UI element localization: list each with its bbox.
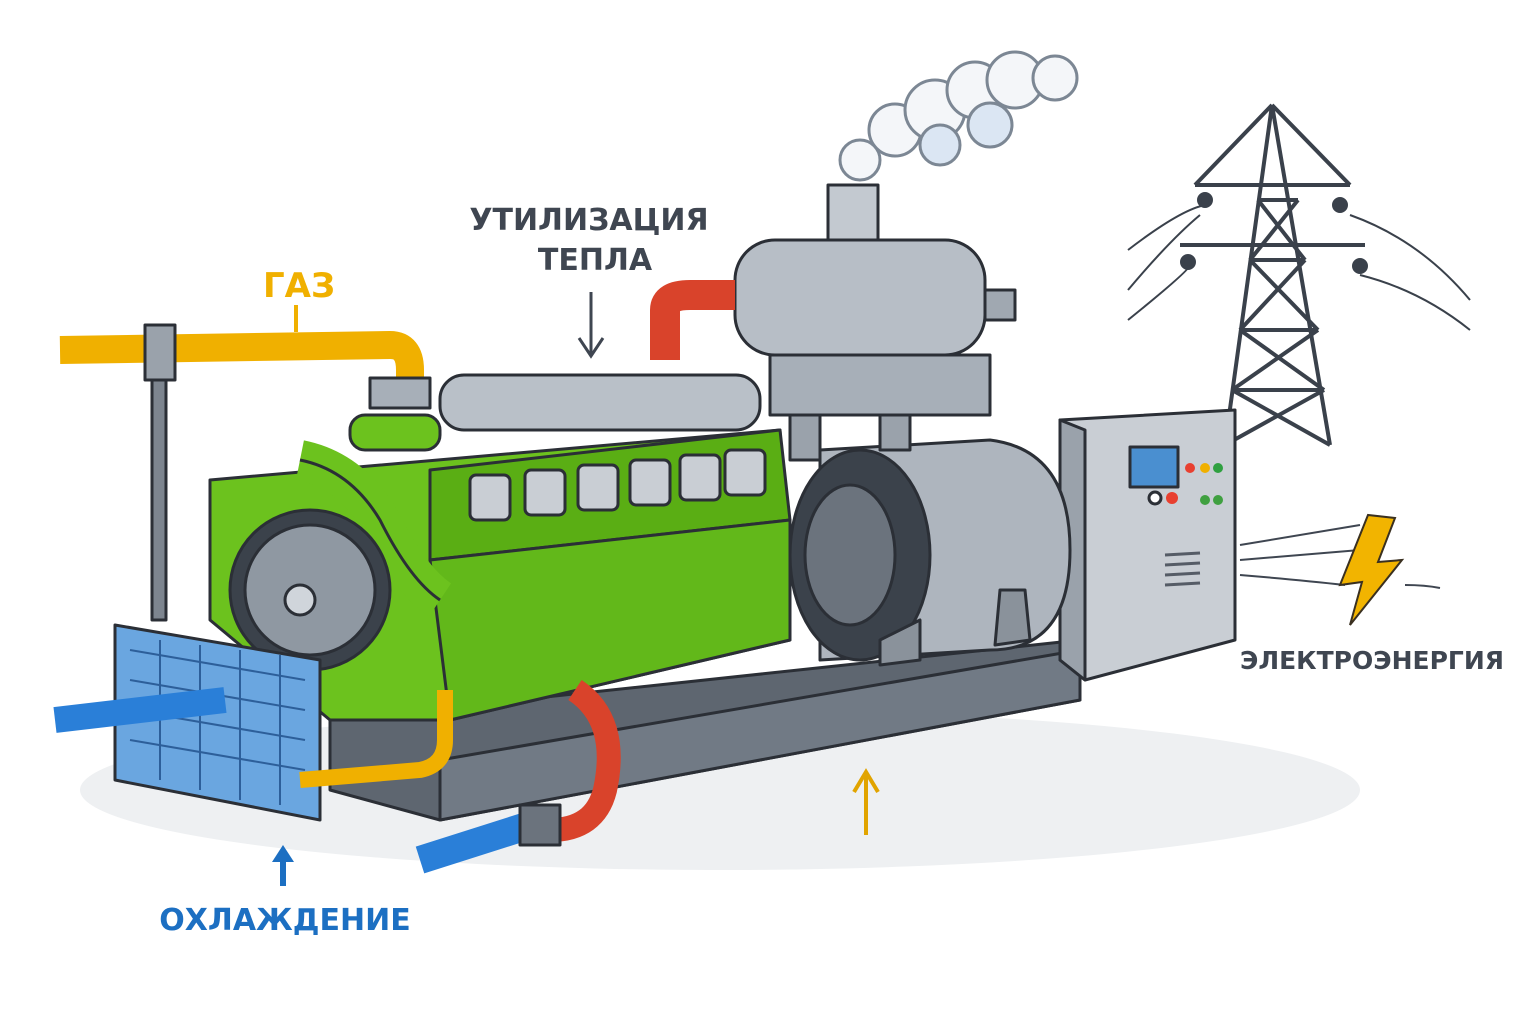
electricity-label: ЭЛЕКТРОЭНЕРГИЯ (1240, 646, 1504, 675)
arrow-down-icon (577, 292, 605, 359)
water-pipes (415, 680, 621, 874)
arrow-up-icon (272, 845, 294, 886)
gas-label: ГАЗ (263, 266, 335, 306)
electric-wires (1239, 524, 1441, 589)
gas-feed-pipe (299, 690, 453, 788)
radiator (53, 623, 322, 822)
heat-recovery-label-line1: УТИЛИЗАЦИЯ (469, 203, 708, 238)
cooling-label: ОХЛАЖДЕНИЕ (159, 903, 410, 938)
arrow-up-icon (852, 768, 880, 835)
lightning-icon (1338, 513, 1405, 626)
fan (228, 508, 392, 672)
heat-recovery-label-line2: ТЕПЛА (538, 243, 653, 278)
heat-exchanger (733, 183, 1017, 462)
power-pylon-icon (1127, 103, 1471, 447)
generator (788, 438, 1072, 667)
exhaust-pipe-hot (650, 280, 735, 360)
control-cabinet (1058, 408, 1237, 682)
smoke-icon (838, 50, 1079, 182)
gas-pipe (59, 323, 432, 622)
